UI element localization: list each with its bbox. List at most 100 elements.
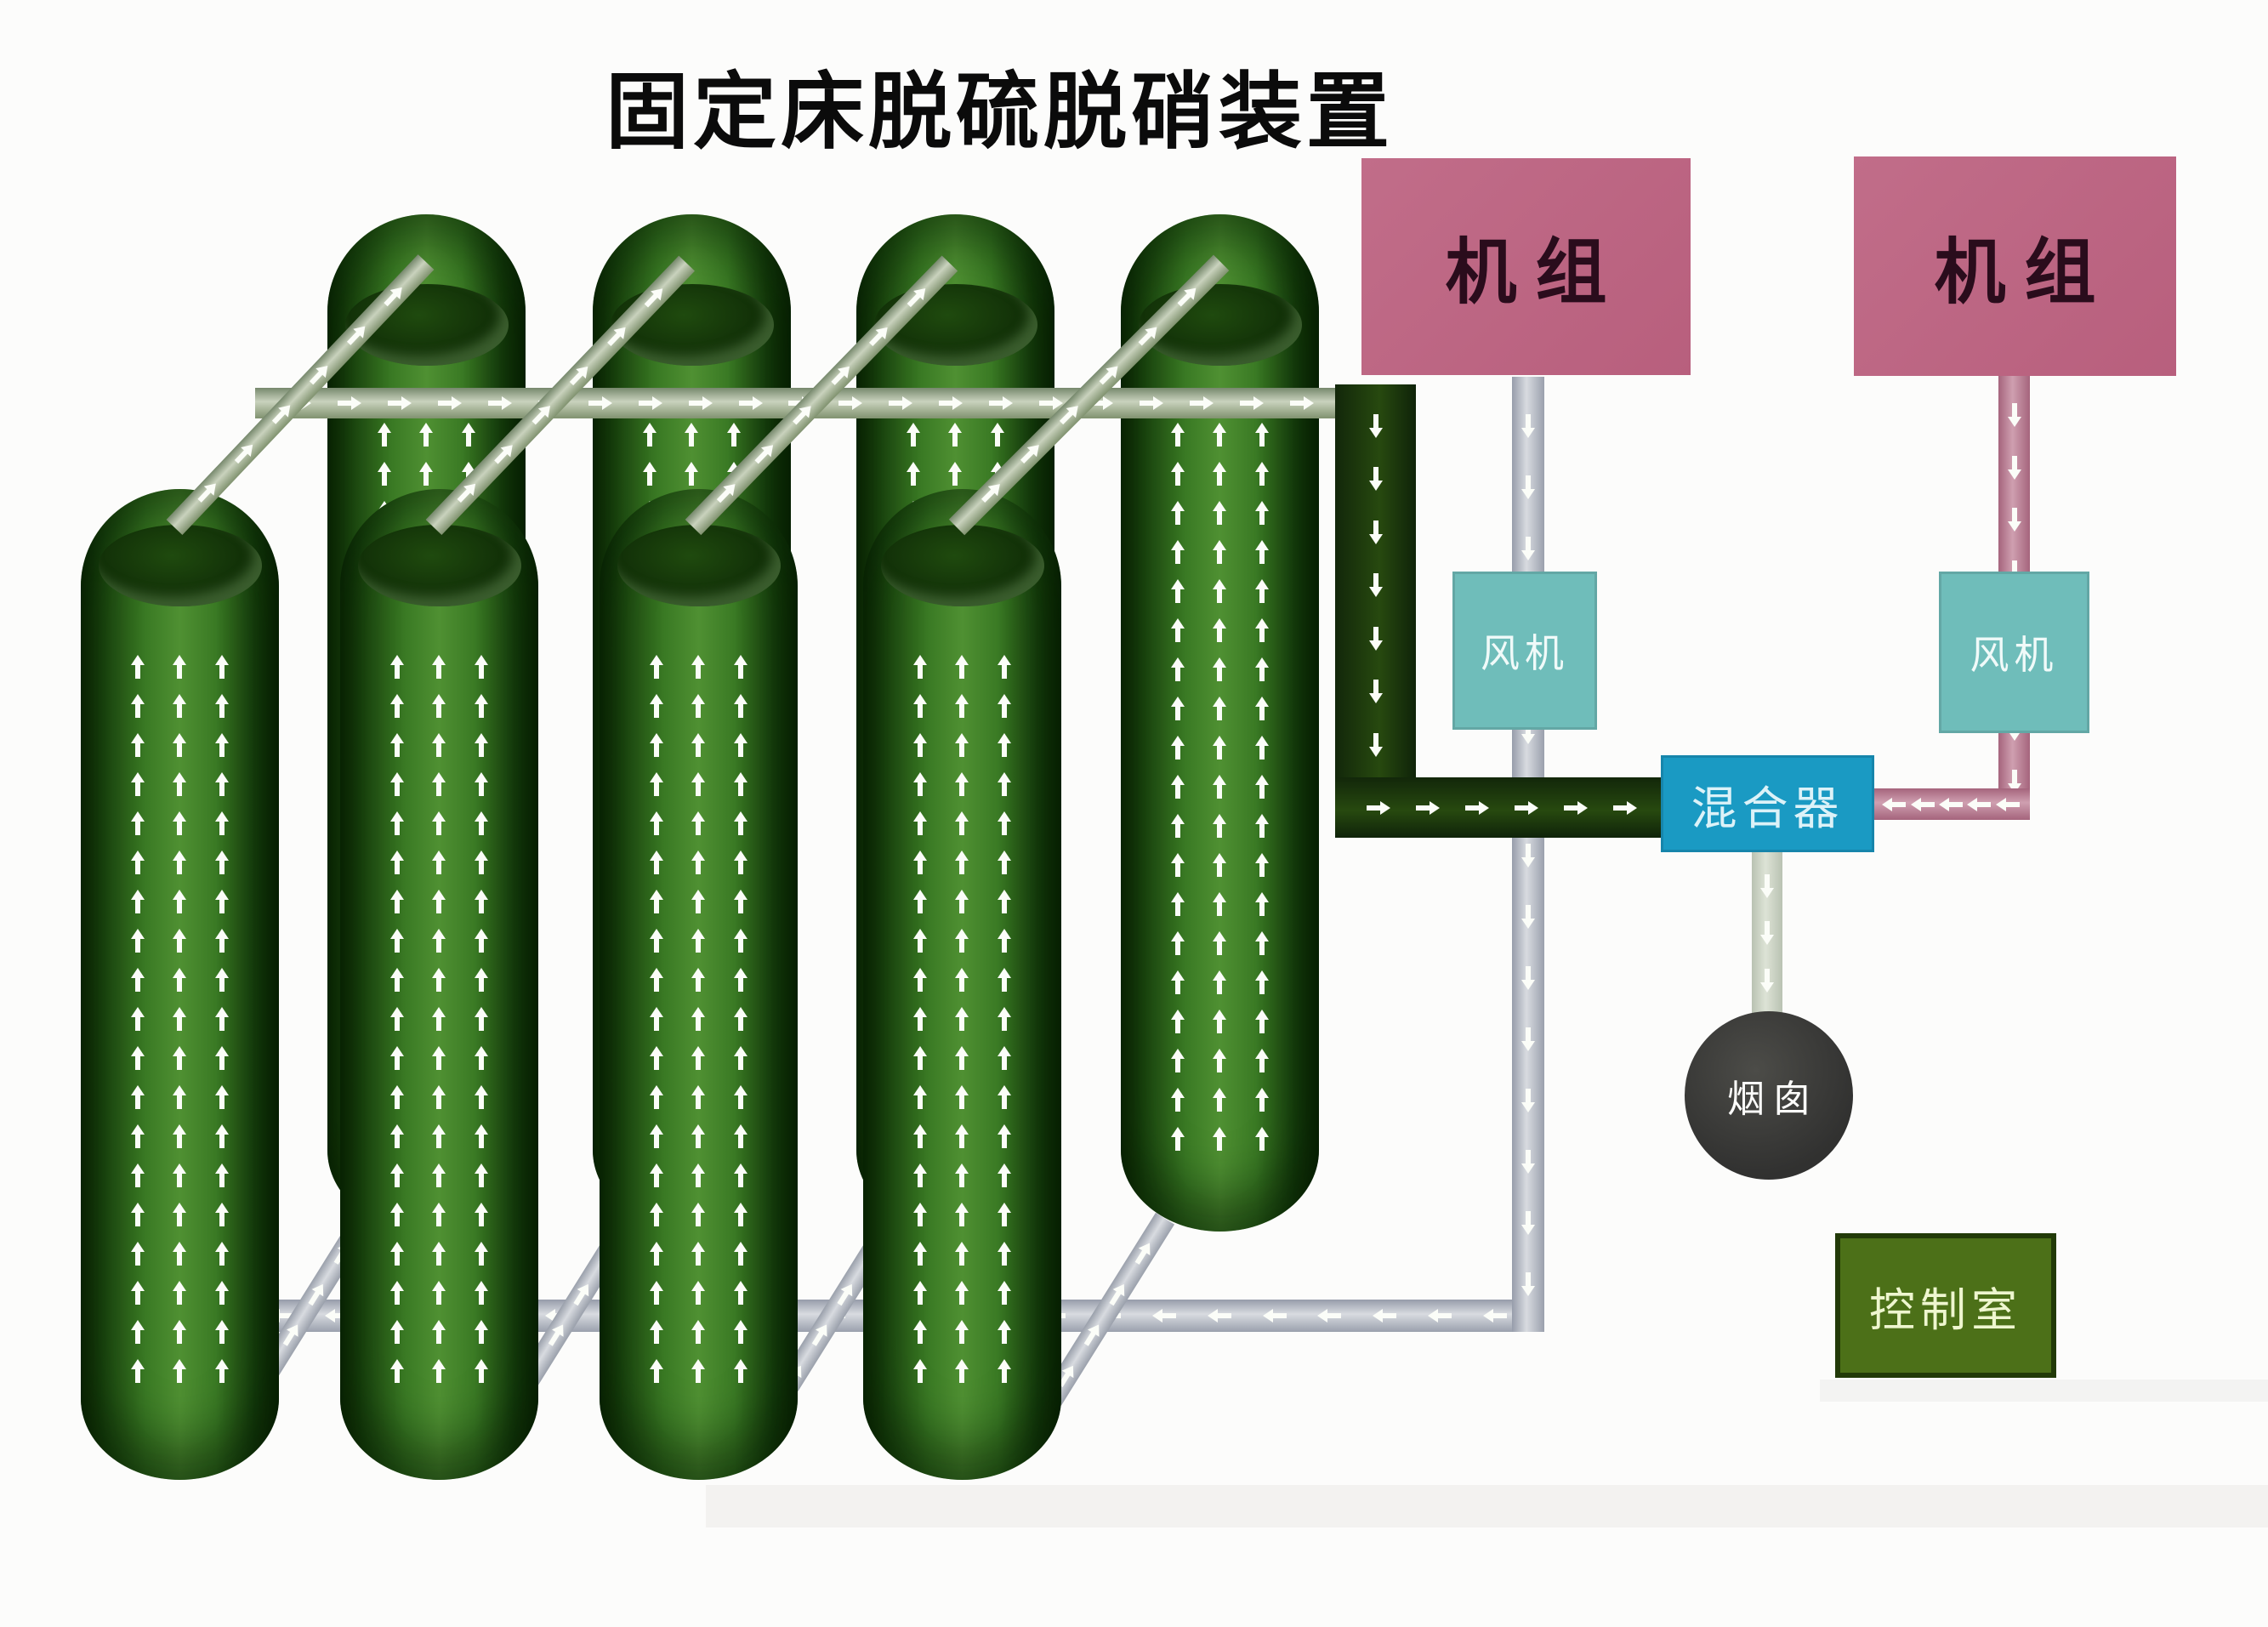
up-arrow-icon <box>998 1242 1011 1267</box>
up-arrow-icon <box>955 1124 969 1150</box>
up-arrow-icon <box>1255 970 1269 996</box>
down-arrow-icon <box>2008 401 2021 427</box>
up-arrow-icon <box>173 1085 186 1111</box>
up-arrow-icon <box>1255 931 1269 957</box>
up-arrow-icon <box>1171 892 1185 918</box>
up-arrow-icon <box>998 1124 1011 1150</box>
up-arrow-icon <box>1171 1049 1185 1074</box>
up-arrow-icon <box>955 772 969 798</box>
up-arrow-icon <box>734 655 747 680</box>
up-arrow-icon <box>390 733 404 759</box>
up-arrow-icon <box>691 929 705 954</box>
up-arrow-icon <box>390 890 404 915</box>
up-arrow-icon <box>1213 1127 1226 1152</box>
up-arrow-icon <box>1255 697 1269 722</box>
up-arrow-icon <box>475 1007 488 1033</box>
up-arrow-icon <box>215 929 229 954</box>
up-arrow-icon <box>475 1085 488 1111</box>
up-arrow-icon <box>390 1007 404 1033</box>
right-arrow-icon <box>486 396 512 410</box>
up-arrow-icon <box>913 850 927 876</box>
up-arrow-icon <box>998 1203 1011 1228</box>
up-arrow-icon <box>131 1320 145 1345</box>
down-arrow-icon <box>1369 519 1383 544</box>
down-arrow-icon <box>1369 625 1383 651</box>
left-arrow-icon <box>1882 798 1907 811</box>
up-arrow-icon <box>131 694 145 720</box>
left-arrow-icon <box>1208 1309 1233 1323</box>
up-arrow-icon <box>390 1203 404 1228</box>
up-arrow-icon <box>1171 1088 1185 1113</box>
background-streak <box>1820 1380 2268 1402</box>
reactor-tower-front-1 <box>81 489 279 1480</box>
up-arrow-icon <box>955 733 969 759</box>
up-arrow-icon <box>913 1281 927 1306</box>
control-room-box: 控制室 <box>1835 1233 2056 1378</box>
up-arrow-icon <box>1171 970 1185 996</box>
up-arrow-icon <box>1171 931 1185 957</box>
up-arrow-icon <box>173 1046 186 1072</box>
up-arrow-icon <box>998 694 1011 720</box>
up-arrow-icon <box>913 1046 927 1072</box>
up-arrow-icon <box>131 1281 145 1306</box>
up-arrow-icon <box>998 850 1011 876</box>
up-arrow-icon <box>432 694 446 720</box>
up-arrow-icon <box>1213 423 1226 448</box>
up-arrow-icon <box>650 811 663 837</box>
up-arrow-icon <box>173 1359 186 1385</box>
unit-right-label: 机组 <box>1934 231 2115 312</box>
tower-top-opening <box>357 525 521 606</box>
up-arrow-icon <box>734 694 747 720</box>
up-arrow-icon <box>475 811 488 837</box>
up-arrow-icon <box>215 1281 229 1306</box>
up-arrow-icon <box>173 1281 186 1306</box>
up-arrow-icon <box>1171 853 1185 879</box>
up-arrow-icon <box>131 772 145 798</box>
up-arrow-icon <box>390 1320 404 1345</box>
reactor-tower-front-3 <box>600 489 798 1480</box>
up-arrow-icon <box>419 462 433 487</box>
up-arrow-icon <box>913 1359 927 1385</box>
down-arrow-icon <box>1369 678 1383 703</box>
up-arrow-icon <box>643 423 657 448</box>
up-arrow-icon <box>432 890 446 915</box>
left-arrow-icon <box>1996 798 2021 811</box>
up-arrow-icon <box>390 655 404 680</box>
up-arrow-icon <box>991 423 1004 448</box>
flow-arrow-icon <box>1094 361 1123 390</box>
up-arrow-icon <box>998 1007 1011 1033</box>
flow-arrow-icon <box>827 361 854 390</box>
up-arrow-icon <box>913 1085 927 1111</box>
chimney-circle: 烟囱 <box>1685 1011 1853 1180</box>
tower-top-opening <box>98 525 262 606</box>
down-arrow-icon <box>1369 465 1383 491</box>
down-arrow-icon <box>1521 535 1535 560</box>
up-arrow-icon <box>432 1046 446 1072</box>
up-arrow-icon <box>1171 462 1185 487</box>
up-arrow-icon <box>215 1359 229 1385</box>
right-arrow-icon <box>1414 801 1440 815</box>
up-arrow-icon <box>432 733 446 759</box>
up-arrow-icon <box>475 733 488 759</box>
down-arrow-icon <box>1369 412 1383 438</box>
up-arrow-icon <box>955 1163 969 1189</box>
up-arrow-icon <box>998 1359 1011 1385</box>
up-arrow-icon <box>390 1281 404 1306</box>
up-arrow-icon <box>734 772 747 798</box>
up-arrow-icon <box>691 733 705 759</box>
up-arrow-icon <box>432 1124 446 1150</box>
down-arrow-icon <box>1521 1209 1535 1235</box>
up-arrow-icon <box>390 1242 404 1267</box>
up-arrow-icon <box>955 1359 969 1385</box>
up-arrow-icon <box>998 655 1011 680</box>
up-arrow-icon <box>215 1203 229 1228</box>
up-arrow-icon <box>173 733 186 759</box>
up-arrow-icon <box>432 655 446 680</box>
up-arrow-icon <box>131 1046 145 1072</box>
up-arrow-icon <box>131 1085 145 1111</box>
chimney-label: 烟囱 <box>1727 1078 1819 1120</box>
up-arrow-icon <box>173 1320 186 1345</box>
right-arrow-icon <box>687 396 713 410</box>
up-arrow-icon <box>432 811 446 837</box>
up-arrow-icon <box>1213 657 1226 683</box>
